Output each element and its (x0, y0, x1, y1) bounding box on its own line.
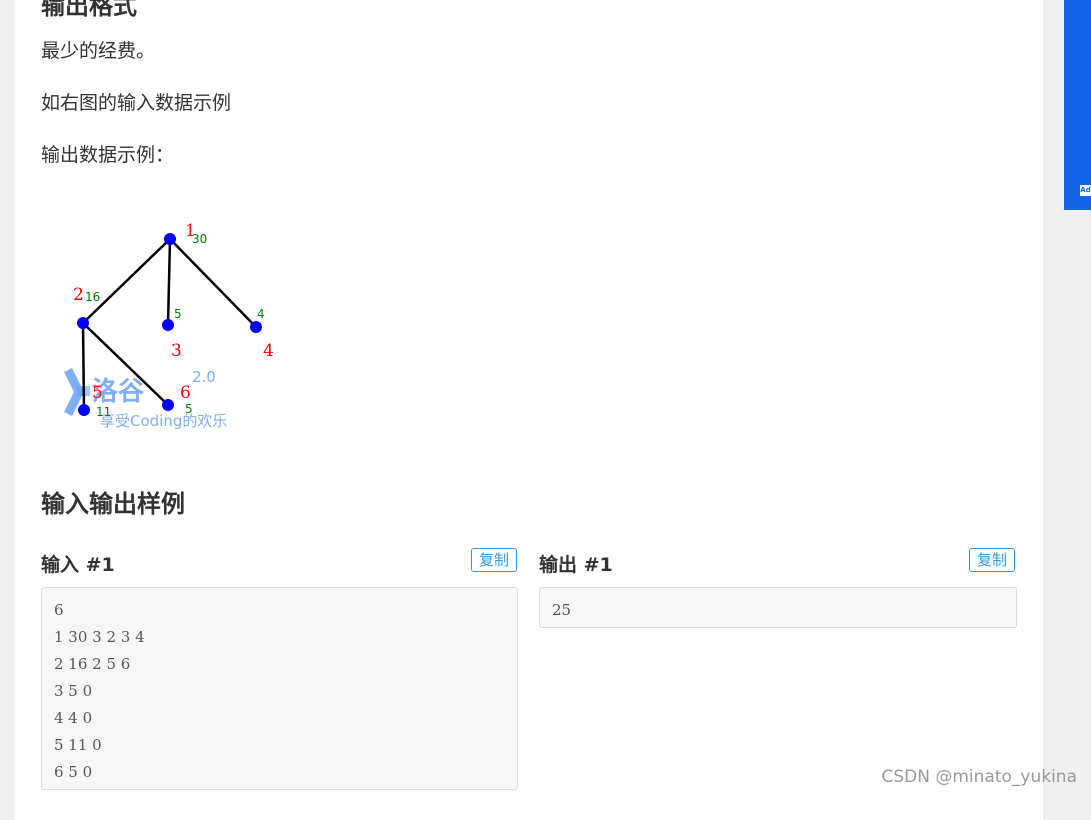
logo-text: 洛谷 (92, 376, 145, 407)
node-1-weight: 30 (192, 232, 207, 246)
input-sample-box[interactable]: 6 1 30 3 2 3 4 2 16 2 5 6 3 5 0 4 4 0 5 … (41, 587, 518, 790)
node-2 (77, 317, 89, 329)
edge-2-6 (82, 322, 169, 406)
edge-1-2 (82, 238, 171, 324)
copy-input-button[interactable]: 复制 (471, 548, 517, 572)
node-5-id: 5 (92, 383, 103, 403)
node-1-id: 1 (185, 221, 196, 241)
edge-1-4 (169, 238, 257, 328)
samples-title: 输入输出样例 (41, 490, 185, 518)
node-1 (164, 233, 176, 245)
node-5 (78, 404, 90, 416)
logo-slogan: 享受Coding的欢乐 (100, 412, 227, 430)
node-4-id: 4 (263, 341, 274, 361)
output-format-title: 输出格式 (41, 0, 137, 20)
node-6 (162, 399, 174, 411)
output-sample-code: 25 (552, 601, 572, 619)
input-sample-code: 6 1 30 3 2 3 4 2 16 2 5 6 3 5 0 4 4 0 5 … (54, 601, 145, 781)
tree-diagram-image: 洛谷 2.0 享受Coding的欢乐 1 2 3 4 5 6 30 16 5 4… (64, 221, 274, 430)
luogu-logo: 洛谷 2.0 享受Coding的欢乐 (64, 368, 227, 430)
node-6-id: 6 (180, 383, 191, 403)
tree-edges (81, 238, 257, 411)
logo-version: 2.0 (192, 368, 216, 386)
edge-2-5 (81, 322, 86, 411)
node-4 (250, 321, 262, 333)
tree-nodes (77, 233, 262, 416)
node-id-labels: 1 2 3 4 5 6 (73, 221, 274, 403)
node-3 (162, 319, 174, 331)
csdn-watermark: CSDN @minato_yukina (881, 767, 1077, 787)
node-3-id: 3 (171, 341, 182, 361)
output-format-line-2: 如右图的输入数据示例 (41, 92, 232, 114)
output-sample-box[interactable]: 25 (539, 587, 1017, 628)
node-4-weight: 4 (257, 307, 265, 321)
ad-label: Ad (1080, 185, 1091, 196)
node-6-weight: 5 (185, 402, 193, 416)
node-2-weight: 16 (85, 290, 100, 304)
edge-1-3 (166, 238, 172, 326)
node-weight-labels: 30 16 5 4 11 5 (85, 232, 265, 419)
node-2-id: 2 (73, 285, 84, 305)
output-sample-label: 输出 #1 (539, 554, 613, 576)
output-format-line-3: 输出数据示例： (41, 144, 175, 166)
output-format-line-1: 最少的经费。 (41, 40, 156, 62)
node-3-weight: 5 (174, 307, 182, 321)
input-sample-label: 输入 #1 (41, 554, 115, 576)
copy-output-button[interactable]: 复制 (969, 548, 1015, 572)
side-ad-banner[interactable]: Ad (1064, 0, 1091, 210)
node-5-weight: 11 (96, 405, 111, 419)
